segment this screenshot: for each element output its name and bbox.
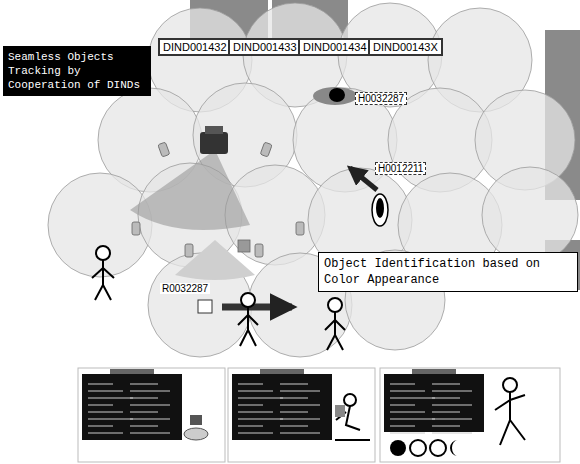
camera-view-cone: [175, 240, 255, 280]
node-text: DIND001432: [163, 41, 227, 53]
person-marker: [313, 87, 357, 105]
node-text: Seamless Objects Tracking by Cooperation…: [8, 50, 146, 92]
camera-icons: [132, 142, 304, 257]
node-text: H0032287: [358, 93, 404, 104]
screen-panel: [380, 368, 560, 462]
moon-phase-icons: [390, 440, 458, 456]
robot-marker: [198, 300, 212, 313]
screen-text-lines: [88, 384, 472, 433]
callout-box: Object Identification based on Color App…: [318, 252, 578, 292]
node-id-box: DIND001434: [298, 38, 372, 56]
person-figure: [92, 246, 345, 350]
title-banner: Seamless Objects Tracking by Cooperation…: [3, 46, 151, 96]
node-id-box: DIND001433: [228, 38, 302, 56]
node-text: DIND00143X: [373, 41, 438, 53]
object-id-label: H0032287: [355, 92, 407, 105]
screen-panel: [228, 368, 375, 462]
node-text: DIND001433: [233, 41, 297, 53]
screen-panel: [78, 368, 225, 462]
robot-icon: [200, 126, 228, 154]
motion-arrow: [222, 304, 292, 311]
node-text: Object Identification based on Color App…: [324, 256, 572, 288]
motion-arrow: [350, 168, 377, 190]
node-text: H0012211: [378, 163, 423, 174]
robot-icon: [184, 415, 208, 440]
node-text: DIND001434: [303, 41, 367, 53]
node-id-box: DIND001432: [158, 38, 232, 56]
person-marker: [372, 194, 388, 226]
object-id-label: H0012211: [375, 162, 426, 175]
node-id-box: DIND00143X: [368, 38, 443, 56]
person-at-desk-icon: [335, 394, 370, 440]
object-id-label: R0032287: [160, 283, 210, 294]
person-icon: [495, 378, 525, 445]
camera-view-cone: [130, 150, 250, 230]
